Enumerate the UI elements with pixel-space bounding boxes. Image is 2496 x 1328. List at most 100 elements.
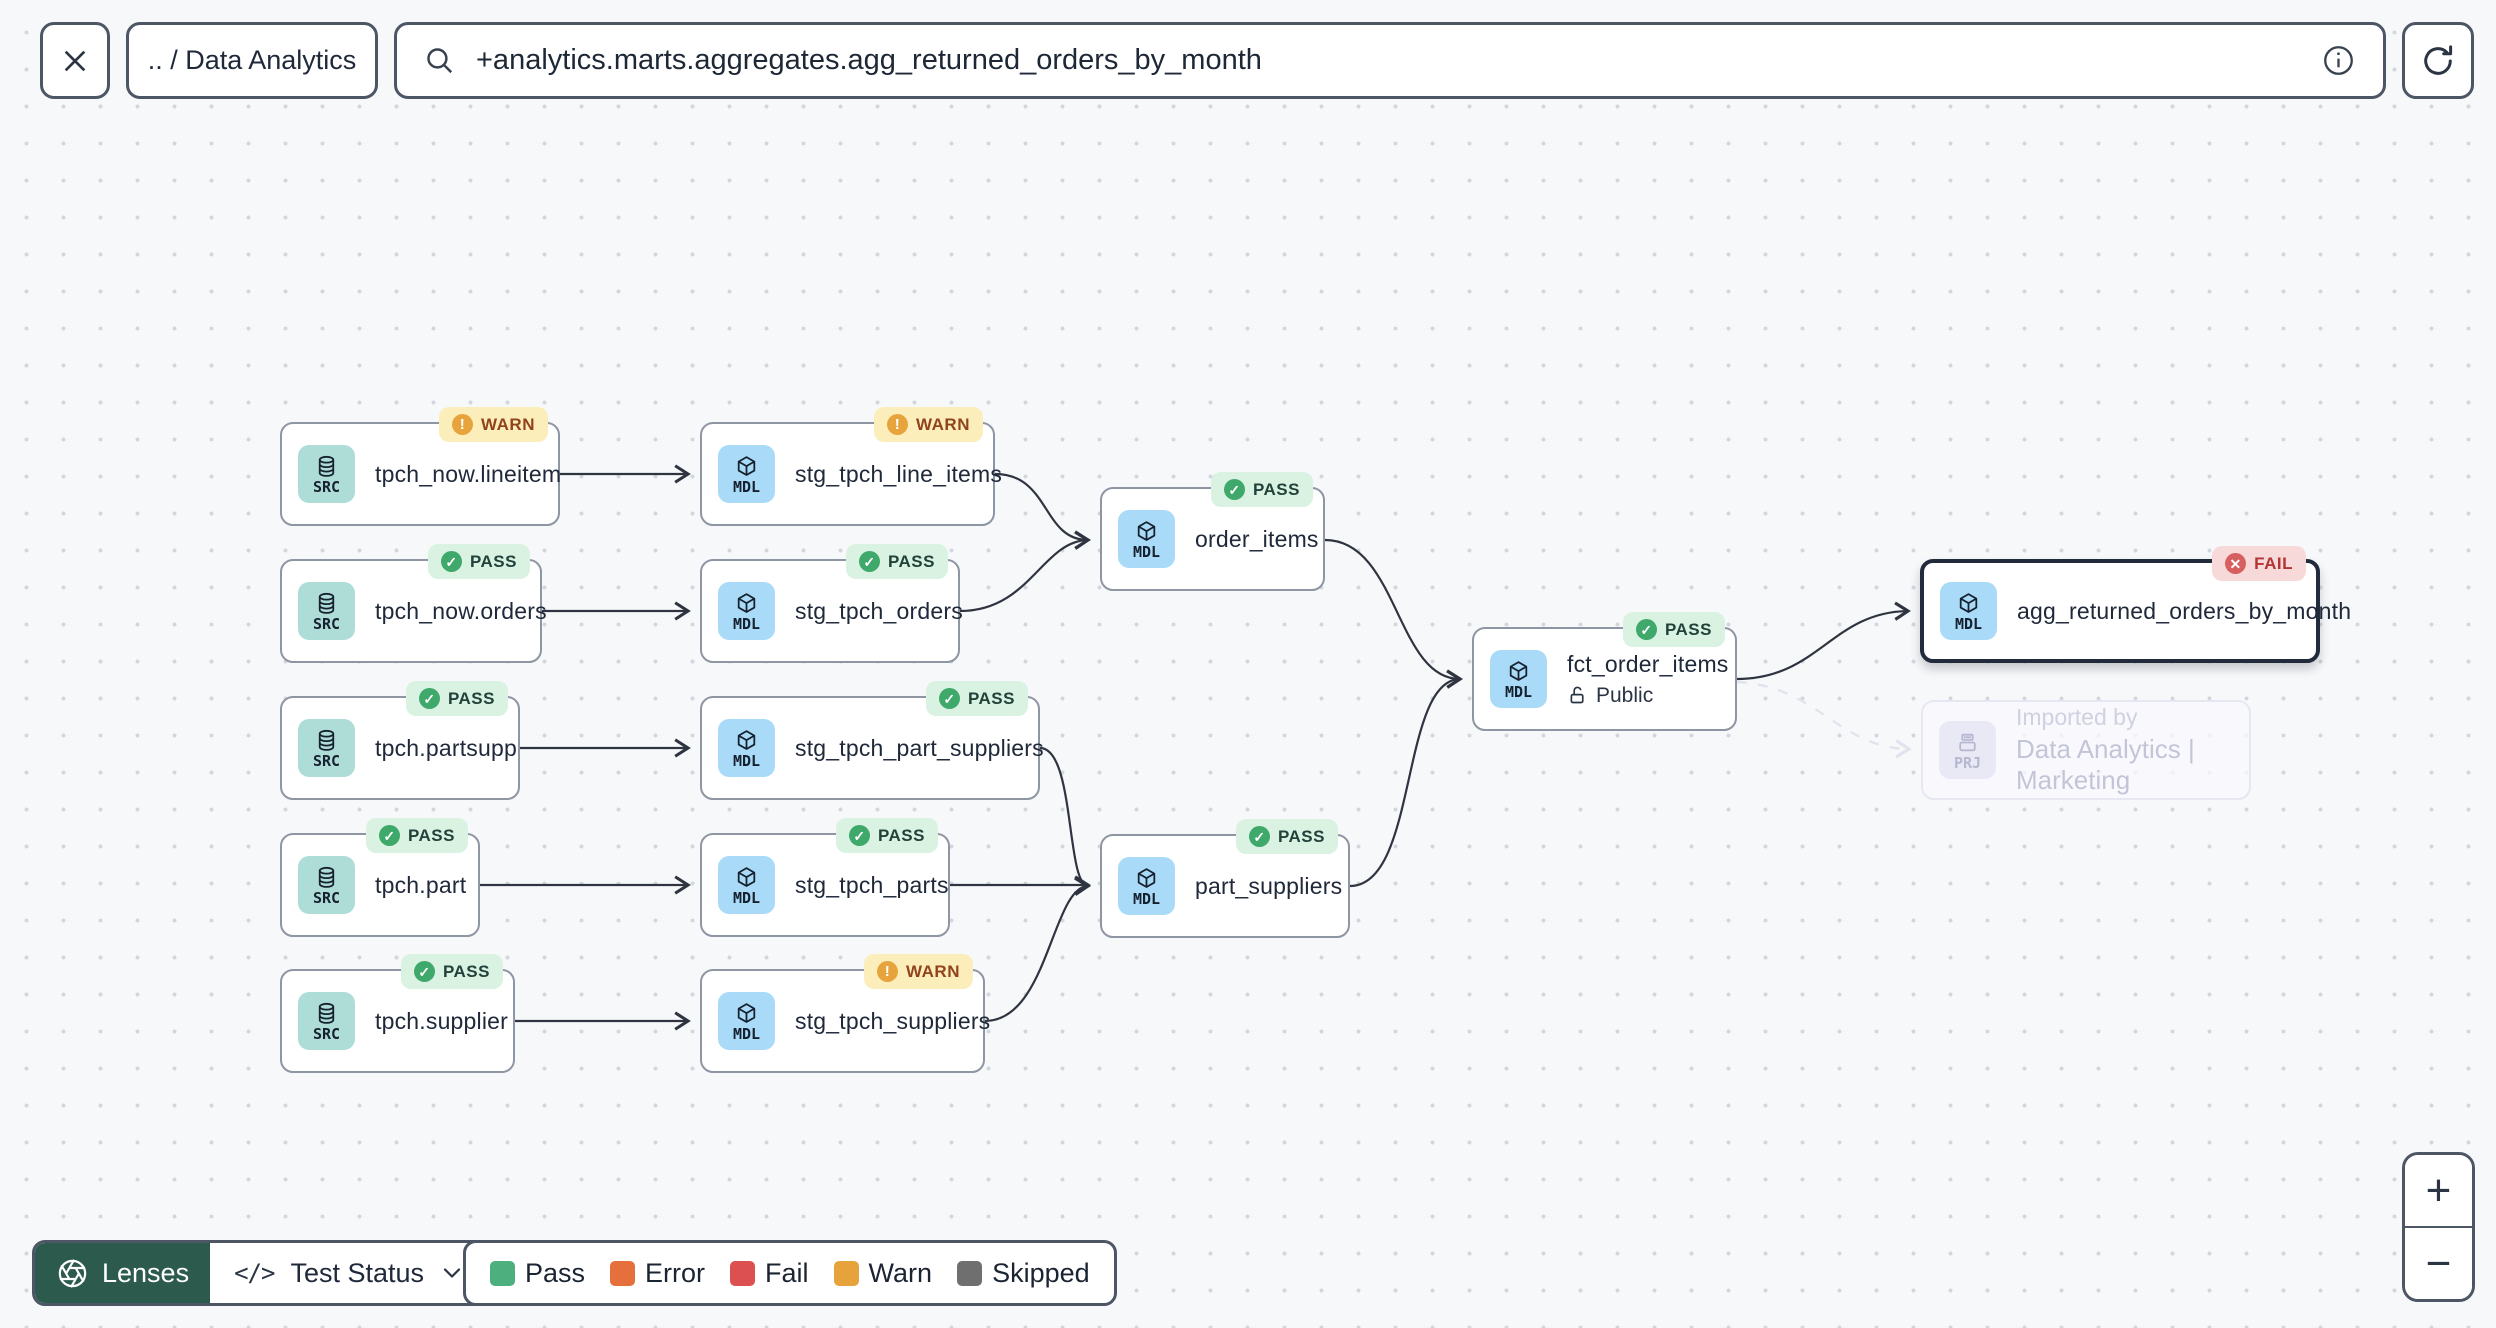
cube-icon — [737, 1002, 756, 1023]
warn-swatch — [833, 1260, 859, 1286]
status-badge: ✓PASS — [845, 544, 948, 579]
model-type-icon: MDL — [718, 719, 775, 777]
pass-swatch — [490, 1260, 515, 1286]
imported-by-label: Imported by — [2016, 704, 2138, 730]
status-badge: ✓PASS — [427, 544, 530, 579]
node-imported-by-project[interactable]: PRJ Imported by Data Analytics | Marketi… — [1921, 700, 2251, 800]
legend-item-fail: Fail — [730, 1258, 809, 1289]
source-type-icon: SRC — [298, 856, 355, 914]
model-type-icon: MDL — [718, 992, 775, 1050]
cube-icon — [1509, 660, 1528, 681]
error-swatch — [610, 1260, 636, 1286]
active-lens-label: Test Status — [290, 1257, 425, 1288]
cube-icon — [737, 455, 756, 476]
node-tpch-part[interactable]: ✓PASS SRC tpch.part — [280, 818, 480, 937]
search-input[interactable] — [476, 44, 2300, 77]
aperture-icon — [58, 1258, 87, 1288]
refresh-icon — [2424, 44, 2453, 75]
warn-icon: ! — [887, 414, 909, 435]
zoom-controls: + − — [2402, 1152, 2475, 1302]
node-stg-tpch-parts[interactable]: ✓PASS MDL stg_tpch_parts — [700, 818, 950, 937]
status-badge: ✓PASS — [1622, 612, 1725, 647]
lenses-button[interactable]: Lenses — [35, 1243, 211, 1303]
model-type-icon: MDL — [1940, 582, 1997, 640]
code-icon: </> — [234, 1259, 275, 1287]
breadcrumb-label: .. / Data Analytics — [147, 45, 357, 75]
status-badge: ✓PASS — [365, 818, 468, 853]
legend-item-error: Error — [610, 1258, 705, 1289]
cube-icon — [1137, 867, 1156, 888]
database-icon — [318, 729, 335, 751]
lenses-label: Lenses — [102, 1257, 190, 1288]
fail-swatch — [730, 1260, 756, 1286]
status-badge: !WARN — [864, 954, 973, 989]
check-icon: ✓ — [378, 825, 400, 846]
check-icon: ✓ — [1248, 826, 1270, 847]
node-stg-tpch-part-suppliers[interactable]: ✓PASS MDL stg_tpch_part_suppliers — [700, 681, 1044, 800]
source-type-icon: SRC — [298, 719, 355, 777]
project-icon — [1959, 733, 1976, 751]
close-icon — [64, 50, 86, 71]
breadcrumb[interactable]: .. / Data Analytics — [126, 22, 378, 99]
access-level: Public — [1567, 684, 1729, 708]
check-icon: ✓ — [1223, 479, 1245, 500]
node-agg-returned-orders-by-month[interactable]: ✕FAIL MDL agg_returned_orders_by_month — [1920, 546, 2351, 663]
project-type-icon: PRJ — [1939, 721, 1996, 779]
model-type-icon: MDL — [718, 445, 775, 503]
info-icon[interactable] — [2320, 42, 2357, 79]
node-order-items[interactable]: ✓PASS MDL order_items — [1100, 472, 1325, 591]
database-icon — [318, 455, 335, 477]
check-icon: ✓ — [1635, 619, 1657, 640]
cube-icon — [737, 729, 756, 750]
status-badge: ✕FAIL — [2212, 546, 2306, 581]
cube-icon — [737, 866, 756, 887]
status-badge: ✓PASS — [405, 681, 508, 716]
check-icon: ✓ — [858, 551, 880, 572]
cube-icon — [737, 592, 756, 613]
legend-item-skipped: Skipped — [957, 1258, 1090, 1289]
status-badge: !WARN — [439, 407, 548, 442]
source-type-icon: SRC — [298, 445, 355, 503]
node-tpch-supplier[interactable]: ✓PASS SRC tpch.supplier — [280, 954, 515, 1073]
check-icon: ✓ — [440, 551, 462, 572]
model-type-icon: MDL — [718, 582, 775, 640]
model-type-icon: MDL — [718, 856, 775, 914]
node-stg-tpch-suppliers[interactable]: !WARN MDL stg_tpch_suppliers — [700, 954, 990, 1073]
lens-selector[interactable]: </> Test Status — [210, 1243, 488, 1303]
search-icon — [427, 48, 453, 74]
search-bar[interactable] — [394, 22, 2386, 99]
imported-by-projects: Data Analytics | Marketing — [2016, 734, 2195, 795]
legend-item-pass: Pass — [490, 1258, 585, 1289]
node-tpch-partsupp[interactable]: ✓PASS SRC tpch.partsupp — [280, 681, 520, 800]
status-badge: ✓PASS — [925, 681, 1028, 716]
database-icon — [318, 592, 335, 614]
check-icon: ✓ — [848, 825, 870, 846]
node-tpch-now-orders[interactable]: ✓PASS SRC tpch_now.orders — [280, 544, 547, 663]
lenses-control: Lenses </> Test Status — [32, 1240, 492, 1306]
model-type-icon: MDL — [1490, 650, 1547, 708]
status-badge: ✓PASS — [835, 818, 938, 853]
status-badge: ✓PASS — [1210, 472, 1313, 507]
node-tpch-now-lineitem[interactable]: !WARN SRC tpch_now.lineitem — [280, 407, 561, 526]
status-badge: ✓PASS — [1235, 819, 1338, 854]
node-fct-order-items[interactable]: ✓PASS MDL fct_order_items Public — [1472, 612, 1737, 731]
fail-icon: ✕ — [2225, 553, 2247, 574]
database-icon — [318, 1002, 335, 1024]
zoom-in-button[interactable]: + — [2405, 1155, 2472, 1226]
close-button[interactable] — [40, 22, 110, 99]
node-part-suppliers[interactable]: ✓PASS MDL part_suppliers — [1100, 819, 1350, 938]
check-icon: ✓ — [413, 961, 435, 982]
node-stg-tpch-orders[interactable]: ✓PASS MDL stg_tpch_orders — [700, 544, 963, 663]
warn-icon: ! — [877, 961, 899, 982]
zoom-out-button[interactable]: − — [2405, 1226, 2472, 1299]
node-stg-tpch-line-items[interactable]: !WARN MDL stg_tpch_line_items — [700, 407, 1002, 526]
chevron-down-icon — [443, 1268, 461, 1278]
model-type-icon: MDL — [1118, 510, 1175, 568]
database-icon — [318, 866, 335, 888]
status-badge: !WARN — [874, 407, 983, 442]
refresh-button[interactable] — [2402, 22, 2474, 99]
skipped-swatch — [957, 1260, 983, 1286]
cube-icon — [1137, 520, 1156, 541]
test-status-legend: Pass Error Fail Warn Skipped — [463, 1240, 1117, 1306]
check-icon: ✓ — [418, 688, 440, 709]
